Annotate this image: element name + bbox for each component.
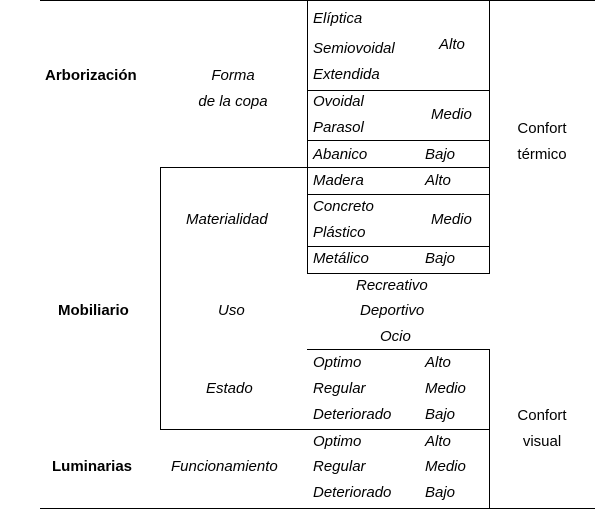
criterion-forma-line1: Forma — [211, 67, 255, 84]
estado-item: Regular — [313, 380, 366, 397]
funcionamiento-item: Optimo — [313, 433, 362, 450]
criterion-uso: Uso — [218, 302, 245, 319]
estado-item: Deteriorado — [313, 406, 392, 423]
forma-item: Semiovoidal — [313, 40, 395, 57]
category-luminarias: Luminarias — [52, 458, 133, 475]
forma-medio-divider — [307, 140, 490, 141]
materialidad-level-bajo: Bajo — [425, 250, 456, 267]
estado-top-rule — [307, 349, 490, 350]
forma-alto-divider — [307, 90, 490, 91]
table-bottom-rule — [40, 508, 595, 509]
uso-item: Recreativo — [356, 277, 428, 294]
criterion-materialidad: Materialidad — [186, 211, 268, 228]
criterion-funcionamiento: Funcionamiento — [171, 458, 278, 475]
uso-item: Deportivo — [360, 302, 425, 319]
estado-item: Optimo — [313, 354, 362, 371]
funcionamiento-item: Regular — [313, 458, 366, 475]
forma-item: Elíptica — [313, 10, 363, 27]
materialidad-item: Madera — [313, 172, 364, 189]
category-mobiliario: Mobiliario — [58, 302, 129, 319]
materialidad-bottom-rule — [307, 273, 490, 274]
outcome-termico-line1: Confort — [517, 120, 567, 137]
estado-level-medio: Medio — [425, 380, 466, 397]
section-divider-1 — [160, 167, 490, 168]
forma-level-alto: Alto — [439, 36, 465, 53]
forma-level-bajo: Bajo — [425, 146, 456, 163]
funcionamiento-level-medio: Medio — [425, 458, 466, 475]
materialidad-left-border — [307, 0, 308, 273]
forma-item: Extendida — [313, 66, 380, 83]
funcionamiento-level-alto: Alto — [425, 433, 451, 450]
forma-group-right-border — [489, 0, 490, 273]
forma-item: Ovoidal — [313, 93, 364, 110]
criterion-estado: Estado — [206, 380, 253, 397]
outcome-termico-line2: térmico — [517, 146, 567, 163]
uso-item: Ocio — [380, 328, 411, 345]
table-top-rule — [40, 0, 595, 1]
visual-group-right-border — [489, 349, 490, 508]
materialidad-item: Concreto — [313, 198, 374, 215]
criterion-forma-line2: de la copa — [198, 93, 268, 110]
materialidad-item: Plástico — [313, 224, 366, 241]
outcome-visual-line2: visual — [522, 433, 562, 450]
funcionamiento-item: Deteriorado — [313, 484, 392, 501]
outcome-visual-line1: Confort — [517, 407, 567, 424]
estado-level-alto: Alto — [425, 354, 451, 371]
category-arborizacion: Arborización — [45, 67, 137, 84]
materialidad-item: Metálico — [313, 250, 369, 267]
materialidad-medio-divider — [307, 246, 490, 247]
mobiliario-bracket-left — [160, 167, 161, 429]
funcionamiento-level-bajo: Bajo — [425, 484, 456, 501]
forma-item: Abanico — [313, 146, 368, 163]
forma-item: Parasol — [313, 119, 364, 136]
forma-level-medio: Medio — [431, 106, 472, 123]
materialidad-alto-divider — [307, 194, 490, 195]
estado-level-bajo: Bajo — [425, 406, 456, 423]
mobiliario-bracket-bottom — [160, 429, 490, 430]
materialidad-level-medio: Medio — [431, 211, 472, 228]
materialidad-level-alto: Alto — [425, 172, 451, 189]
